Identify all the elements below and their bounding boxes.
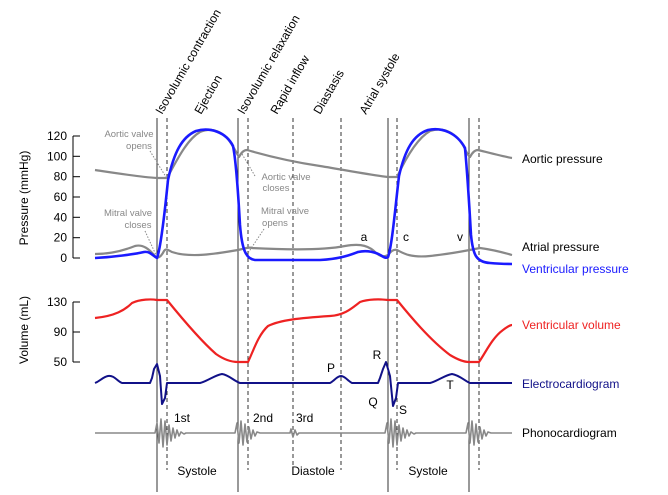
aortic-pressure-curve — [94, 128, 513, 180]
volume-axis-label: Volume (mL) — [17, 296, 31, 364]
heart-sound-2nd: 2nd — [253, 411, 273, 425]
mitral-valve-closes-line1: Mitral valve — [104, 208, 152, 219]
pressure-axis: 120 100 80 60 40 20 0 Pressure (mmHg) — [17, 129, 80, 265]
legend-ventricular-pressure: Ventricular pressure — [522, 262, 629, 276]
phase-label-isovolumic-contraction: Isovolumic contraction — [152, 7, 223, 117]
phonocardiogram — [95, 418, 512, 448]
wave-label-S: S — [399, 403, 407, 417]
wave-label-Q: Q — [368, 395, 377, 409]
legend-ventricular-volume: Ventricular volume — [522, 318, 621, 332]
pressure-axis-label: Pressure (mmHg) — [17, 151, 31, 246]
wave-label-c: c — [403, 230, 409, 244]
heart-sound-3rd: 3rd — [296, 411, 313, 425]
ventricular-pressure-curve — [94, 127, 513, 266]
aortic-valve-opens-line2: opens — [126, 141, 152, 152]
wave-label-T: T — [446, 378, 454, 392]
cycle-label-diastole: Diastole — [291, 464, 335, 478]
volume-tick-130: 130 — [47, 295, 67, 309]
mitral-valve-opens-line2: opens — [262, 218, 288, 229]
volume-axis: 130 90 50 Volume (mL) — [17, 295, 80, 369]
valve-annotations: Aortic valve opens Aortic valve closes M… — [104, 129, 311, 256]
curve-legend: Aortic pressure Atrial pressure Ventricu… — [522, 152, 629, 440]
pressure-tick-60: 60 — [54, 190, 68, 204]
heart-sound-1st: 1st — [174, 411, 191, 425]
phase-labels: Isovolumic contraction Ejection Isovolum… — [152, 7, 402, 117]
volume-tick-90: 90 — [54, 325, 68, 339]
wave-label-a: a — [361, 230, 368, 244]
heart-sound-labels: 1st 2nd 3rd — [174, 411, 313, 425]
wave-label-v: v — [457, 230, 463, 244]
pressure-tick-80: 80 — [54, 170, 68, 184]
pressure-tick-120: 120 — [47, 129, 67, 143]
phase-label-atrial-systole: Atrial systole — [356, 50, 402, 116]
phase-label-ejection: Ejection — [191, 73, 224, 117]
aortic-valve-opens-line1: Aortic valve — [104, 129, 153, 140]
pressure-tick-40: 40 — [54, 210, 68, 224]
ventricular-volume-curve — [94, 298, 513, 364]
wave-label-R: R — [373, 348, 382, 362]
mitral-valve-opens-line1: Mitral valve — [261, 206, 309, 217]
mitral-valve-closes-line2: closes — [125, 220, 152, 231]
cycle-labels: Systole Diastole Systole — [177, 464, 448, 478]
pressure-tick-20: 20 — [54, 231, 68, 245]
legend-aortic-pressure: Aortic pressure — [522, 152, 603, 166]
legend-phonocardiogram: Phonocardiogram — [522, 426, 617, 440]
legend-atrial-pressure: Atrial pressure — [522, 240, 600, 254]
ecg-wave-labels: P R Q S T — [327, 348, 454, 417]
phase-dividers — [156, 118, 480, 492]
cycle-label-systole-1: Systole — [177, 464, 217, 478]
phonocardiogram-curve — [95, 418, 512, 448]
aortic-valve-closes-line1: Aortic valve — [261, 172, 310, 183]
atrial-wave-labels: a c v — [361, 230, 463, 244]
wave-label-P: P — [327, 361, 335, 375]
legend-electrocardiogram: Electrocardiogram — [522, 377, 619, 391]
pressure-tick-100: 100 — [47, 149, 67, 163]
electrocardiogram-curve — [94, 361, 512, 407]
pressure-tick-0: 0 — [60, 251, 67, 265]
phase-label-diastasis: Diastasis — [310, 67, 346, 116]
aortic-valve-closes-line2: closes — [263, 183, 290, 194]
volume-tick-50: 50 — [54, 355, 68, 369]
cycle-label-systole-2: Systole — [408, 464, 448, 478]
